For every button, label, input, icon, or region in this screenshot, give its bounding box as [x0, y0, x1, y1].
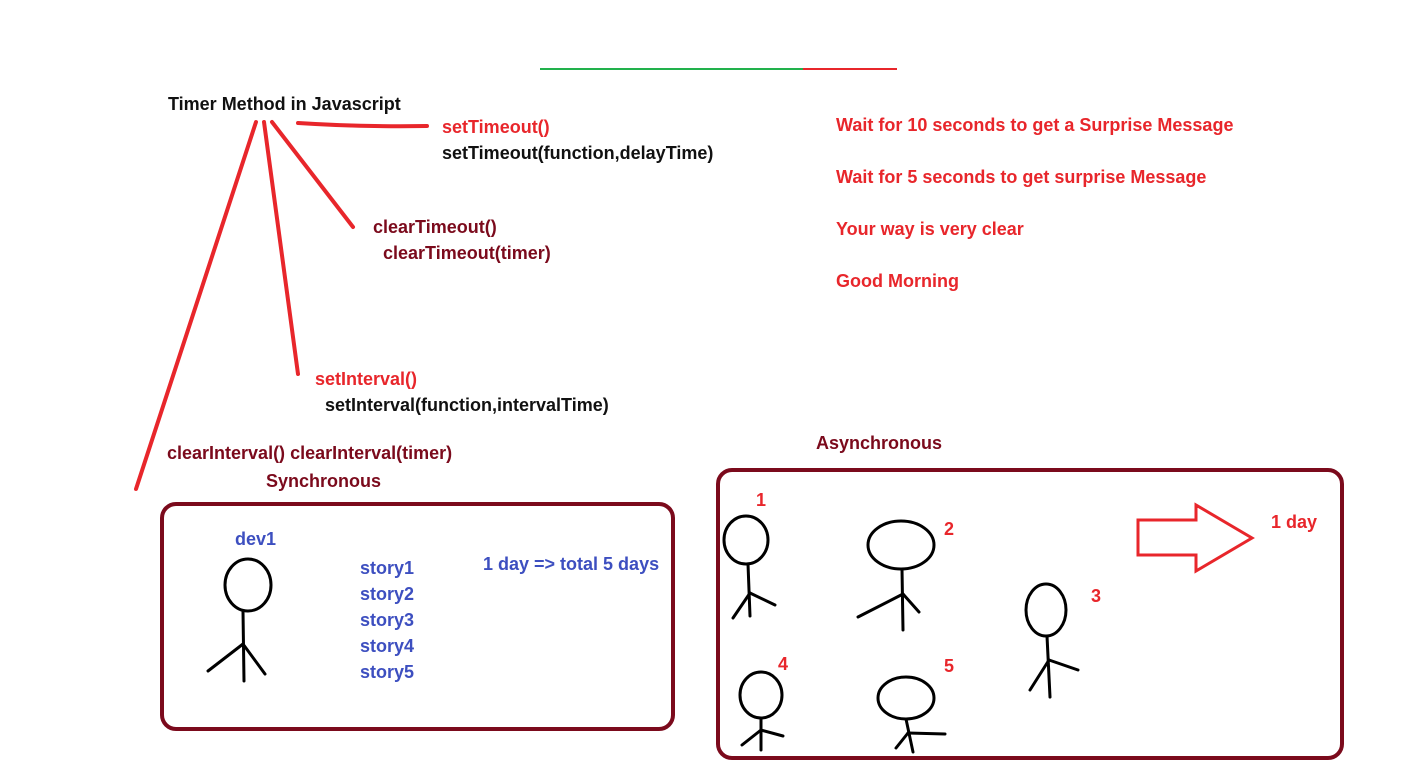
clear-interval-name: clearInterval() — [167, 443, 286, 463]
async-number-5: 5 — [944, 656, 955, 676]
developer-label: dev1 — [235, 529, 277, 549]
message-2: Wait for 5 seconds to get surprise Messa… — [836, 167, 1207, 187]
set-interval-label: setInterval() — [315, 369, 418, 389]
connector-clear-interval — [134, 120, 258, 491]
async-figure-1 — [722, 514, 777, 620]
set-interval-signature: setInterval(function,intervalTime) — [325, 395, 609, 415]
message-1: Wait for 10 seconds to get a Surprise Me… — [836, 115, 1234, 135]
clear-timeout-label: clearTimeout() — [373, 217, 497, 237]
connector-clear-timeout — [270, 120, 355, 229]
asynchronous-label: Asynchronous — [816, 433, 943, 453]
clear-interval-signature: clearInterval(timer) — [290, 443, 453, 463]
connector-set-timeout — [296, 121, 429, 129]
async-number-2: 2 — [944, 519, 955, 539]
message-4: Good Morning — [836, 271, 959, 291]
story-4: story4 — [360, 636, 415, 656]
method-connectors — [134, 120, 429, 491]
async-number-4: 4 — [778, 654, 789, 674]
clear-timeout-signature: clearTimeout(timer) — [383, 243, 551, 263]
connector-set-interval — [262, 120, 300, 376]
right-arrow-icon — [1136, 502, 1255, 574]
sync-duration-note: 1 day => total 5 days — [483, 554, 660, 574]
story-3: story3 — [360, 610, 415, 630]
async-figure-4 — [738, 670, 785, 752]
async-figure-3 — [1024, 582, 1080, 699]
story-2: story2 — [360, 584, 415, 604]
message-3: Your way is very clear — [836, 219, 1024, 239]
async-figure-5 — [876, 675, 947, 754]
synchronous-box — [160, 502, 675, 731]
asynchronous-box — [716, 468, 1344, 760]
diagram-title: Timer Method in Javascript — [168, 94, 401, 114]
synchronous-label: Synchronous — [266, 471, 382, 491]
clear-interval-label: clearInterval() clearInterval(timer) — [167, 444, 452, 462]
set-timeout-label: setTimeout() — [442, 117, 550, 137]
async-duration-note: 1 day — [1271, 512, 1318, 532]
async-number-3: 3 — [1091, 586, 1102, 606]
story-1: story1 — [360, 558, 415, 578]
async-number-1: 1 — [756, 490, 767, 510]
dev1-figure — [206, 557, 273, 683]
story-5: story5 — [360, 662, 415, 682]
async-figure-2 — [856, 519, 936, 632]
set-timeout-signature: setTimeout(function,delayTime) — [442, 143, 714, 163]
